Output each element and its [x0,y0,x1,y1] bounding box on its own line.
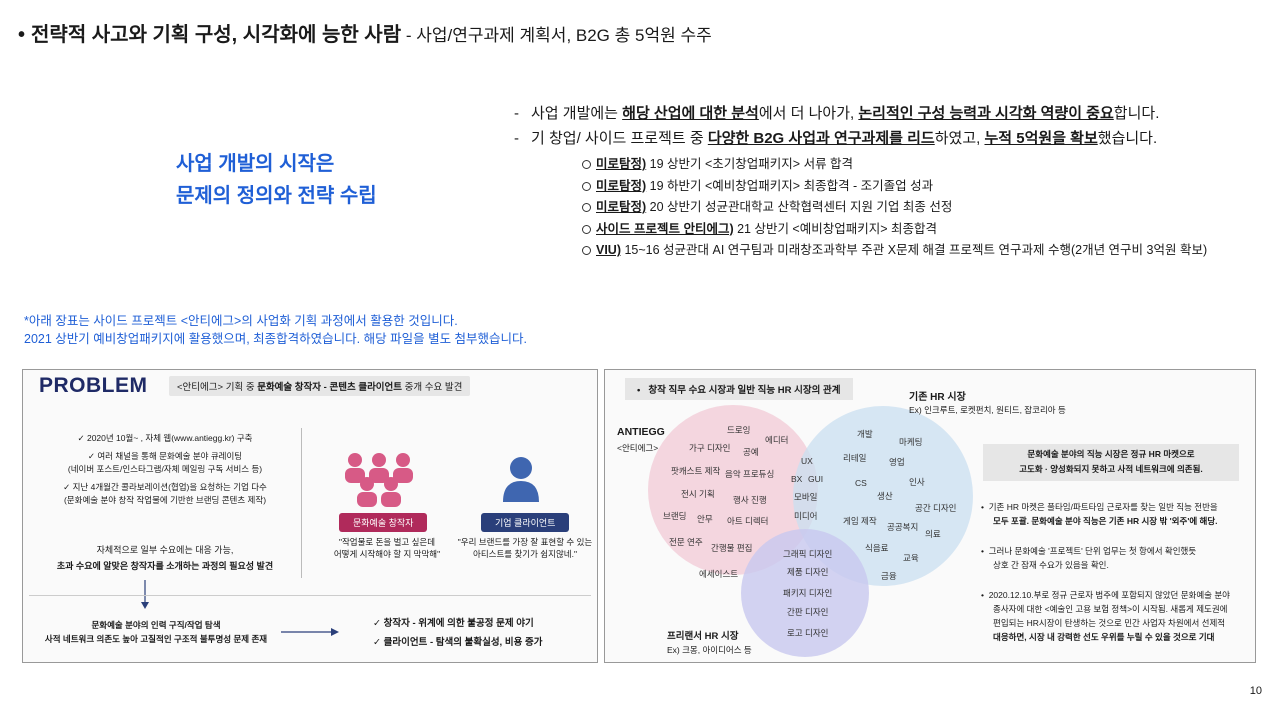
hr-market-sub: Ex) 인크루트, 로켓펀치, 원티드, 잡코리아 등 [909,405,1066,415]
section-subheading: 사업 개발의 시작은 문제의 정의와 전략 수립 [176,148,377,212]
venn-word: 간행물 편집 [711,543,753,553]
problem-tag: <안티에그> 기획 중 문화예술 창작자 - 콘텐츠 클라이언트 중개 수요 발… [169,376,471,396]
venn-word: 가구 디자인 [689,443,731,453]
venn-word: GUI [808,474,824,484]
freelance-market-title: 프리랜서 HR 시장 [667,631,739,642]
problem-slide: PROBLEM <안티에그> 기획 중 문화예술 창작자 - 콘텐츠 클라이언트… [22,369,598,663]
hr-market-title: 기존 HR 시장 [909,392,966,403]
creator-pill: 문화예술 창작자 [339,513,428,532]
venn-word: 공공복지 [887,522,919,532]
venn-word: 행사 진행 [733,495,767,505]
venn-word: 공간 디자인 [915,503,957,513]
venn-word: 드로잉 [727,425,751,435]
list-item: 미로탐정) 20 상반기 성균관대학교 산학협력센터 지원 기업 최종 선정 [582,197,1207,219]
venn-word: 리테일 [843,453,867,463]
venn-word: UX [801,456,813,466]
market-bullet-2: • 그러나 문화예술 '프로젝트' 단위 업무는 첫 항에서 확인했듯 상호 간… [981,546,1197,570]
venn-tag: •창작 직무 수요 시장과 일반 직능 HR 시장의 관계 [625,378,853,400]
list-item: VIU) 15~16 성균관대 AI 연구팀과 미래창조과학부 주관 X문제 해… [582,240,1207,262]
venn-circle-creative [648,405,818,575]
venn-word: 생산 [877,491,893,501]
venn-word: 그래픽 디자인 [783,549,833,559]
people-group-icon [345,453,413,507]
market-bullet-3: • 2020.12.10.부로 정규 근로자 범주에 포함되지 않았던 문화예술… [981,590,1230,642]
venn-word: CS [855,478,867,488]
venn-word: 전시 기획 [681,489,715,499]
venn-slide: •창작 직무 수요 시장과 일반 직능 HR 시장의 관계 ANTIEGG <안… [604,369,1256,663]
circle-bullet-icon [582,203,591,213]
venn-word: 팟캐스트 제작 [671,466,721,476]
venn-word: 브랜딩 [663,511,687,521]
venn-word: 게임 제작 [843,516,877,526]
dash-item-1: -사업 개발에는 해당 산업에 대한 분석에서 더 나아가, 논리적인 구성 능… [514,105,1160,122]
vertical-divider [301,428,302,578]
page-number: 10 [1249,685,1262,697]
subhead-line-1: 사업 개발의 시작은 [176,153,335,175]
down-arrow-icon [141,580,149,609]
venn-word: 영업 [889,457,905,467]
venn-word: 안무 [697,514,713,524]
venn-word: 전문 연주 [669,537,703,547]
venn-word: 미디어 [794,511,818,521]
venn-word: 로고 디자인 [787,628,829,638]
venn-word: 개발 [857,429,873,439]
list-item: 사이드 프로젝트 안티에그) 21 상반기 <예비창업패키지> 최종합격 [582,219,1207,241]
venn-word: 제품 디자인 [787,567,829,577]
venn-circle-freelance [741,529,869,657]
venn-word: 금융 [881,571,897,581]
venn-word: BX [791,474,803,484]
freelance-market-sub: Ex) 크몽, 아이디어스 등 [667,645,752,655]
antiegg-sublabel: <안티에그> [617,443,659,453]
page-title: •전략적 사고와 기획 구성, 시각화에 능한 사람 - 사업/연구과제 계획서… [18,18,712,47]
horizontal-divider [29,595,591,596]
venn-word: 모바일 [794,492,818,502]
venn-word: 아트 디렉터 [727,516,769,526]
venn-word: 음악 프로듀싱 [725,469,775,479]
venn-word: 교육 [903,553,919,563]
venn-word: 에디터 [765,435,789,445]
title-main: 전략적 사고와 기획 구성, 시각화에 능한 사람 [31,24,402,46]
bottom-results: ✓ 창작자 - 위계에 의한 불공정 문제 야기✓ 클라이언트 - 탐색의 불확… [373,618,543,648]
subhead-line-2: 문제의 정의와 전략 수립 [176,185,377,207]
market-bullet-1: • 기존 HR 마켓은 풀타임/파트타임 근로자를 찾는 일반 직능 전반을 모… [981,502,1218,526]
venn-word: 간판 디자인 [787,607,829,617]
title-bullet: • [18,24,26,46]
antiegg-label: ANTIEGG [617,426,665,438]
venn-word: 에세이스트 [699,569,739,579]
title-sub: - 사업/연구과제 계획서, B2G 총 5억원 수주 [401,26,712,45]
problem-title: PROBLEM [39,374,148,397]
venn-word: 마케팅 [899,437,923,447]
venn-word: 인사 [909,477,925,487]
attachment-note: *아래 장표는 사이드 프로젝트 <안티에그>의 사업화 기획 과정에서 활용한… [24,314,528,346]
venn-word: 공예 [743,447,759,457]
venn-diagram [648,405,973,657]
right-arrow-icon [281,628,339,636]
person-icon [503,457,539,502]
dash-item-2: -기 창업/ 사이드 프로젝트 중 다양한 B2G 사업과 연구과제를 리드하였… [514,130,1158,147]
list-item: 미로탐정) 19 하반기 <예비창업패키지> 최종합격 - 조기졸업 성과 [582,176,1207,198]
circle-bullet-icon [582,246,591,256]
list-item: 미로탐정) 19 상반기 <초기창업패키지> 서류 합격 [582,154,1207,176]
venn-word: 식음료 [865,543,889,553]
check-list: ✓ 2020년 10월~ , 자체 웹(www.antiegg.kr) 구축 ✓… [63,433,267,505]
venn-word: 패키지 디자인 [783,588,833,598]
conclusion: 자체적으로 일부 수요에는 대응 가능, 초과 수요에 알맞은 창작자를 소개하… [56,545,274,571]
circle-bullet-icon [582,160,591,170]
venn-word: 의료 [925,529,941,539]
client-pill: 기업 클라이언트 [481,513,570,532]
circle-bullet-icon [582,181,591,191]
circle-bullet-icon [582,224,591,234]
achievement-list: 미로탐정) 19 상반기 <초기창업패키지> 서류 합격 미로탐정) 19 하반… [582,154,1207,262]
